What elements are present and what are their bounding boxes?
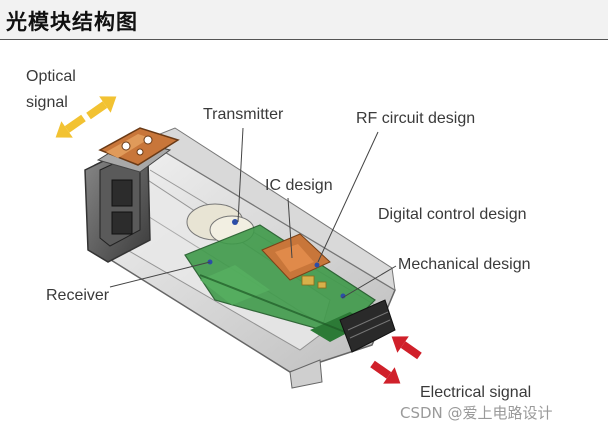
label-optical-line1: Optical [26,68,76,85]
electrical-edge-connector [339,299,396,353]
ic-chip [207,233,346,299]
watermark: CSDN @爱上电路设计 [400,404,553,422]
electrical-arrow-out [370,360,401,384]
copper-latch [98,127,180,166]
label-mechanical: Mechanical design [398,256,531,273]
optical-arrow-out [86,96,117,120]
page-title: 光模块结构图 [6,10,138,34]
callout-lines [109,127,397,299]
leader-ic [287,197,293,259]
optical-arrow-in [55,114,86,138]
label-transmitter: Transmitter [203,106,284,123]
label-digital-control: Digital control design [378,206,527,223]
label-rf-circuit: RF circuit design [356,110,476,127]
leader-mechanical [341,265,397,299]
label-receiver: Receiver [46,287,110,304]
electrical-signal-arrows [370,336,422,384]
label-optical-line2: signal [26,94,68,111]
optical-signal-arrows [55,96,117,138]
electrical-arrow-in [391,336,422,360]
header-bar: 光模块结构图 [0,0,608,40]
optical-module-illustration [55,96,422,389]
label-ic-design: IC design [265,177,333,194]
leader-rf [317,131,379,263]
leader-receiver [109,261,211,288]
leader-transmitter [237,127,244,223]
label-optical-signal: Optical signal [26,64,76,116]
label-electrical-signal: Electrical signal [420,384,532,401]
